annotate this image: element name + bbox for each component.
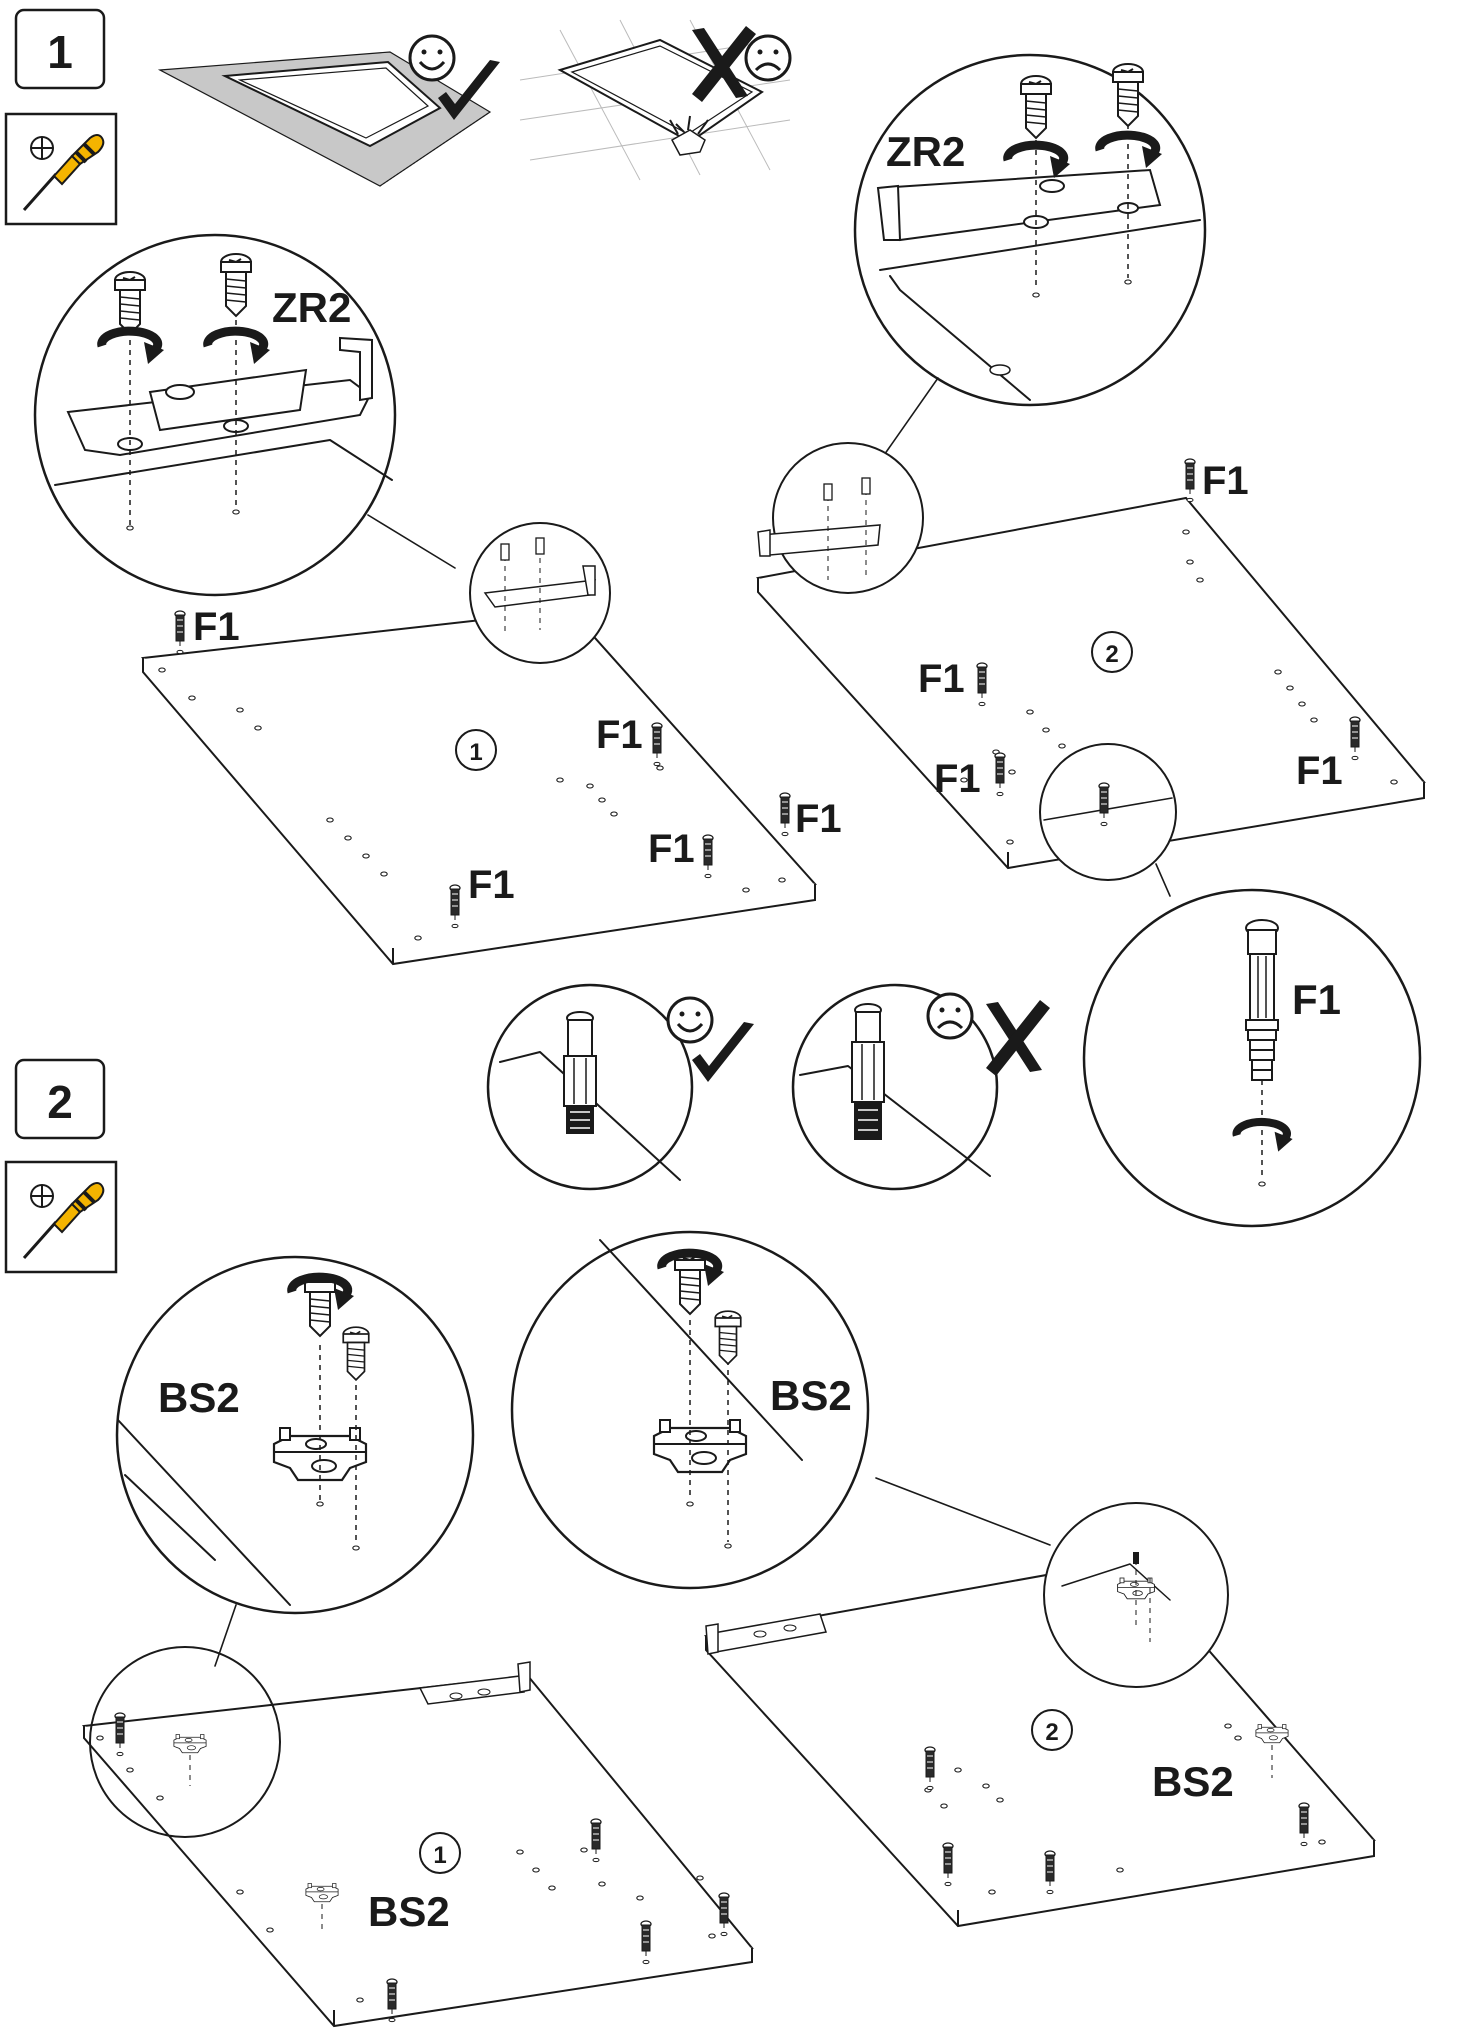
bs2-label: BS2 [368, 1888, 450, 1935]
soft-surface-illustration [157, 51, 492, 187]
panel-number-2: 2 [1045, 1719, 1058, 1746]
panel-number-1: 1 [433, 1842, 446, 1869]
f1-label: F1 [918, 657, 965, 701]
step-1-number-box: 1 [14, 8, 106, 90]
zr2-zoom-circle-panel-2 [757, 442, 924, 594]
bs2-label: BS2 [1152, 1758, 1234, 1805]
bs2-label: BS2 [770, 1372, 852, 1419]
bs2-zoom-circle-panel-2 [1043, 1502, 1229, 1688]
zr2-detail-circle-right [853, 53, 1207, 407]
f1-label: F1 [648, 827, 695, 871]
phillips-screwdriver-icon [4, 1160, 118, 1274]
f1-detail-circle [1082, 888, 1422, 1228]
f1-correct-detail-circle [486, 983, 694, 1191]
f1-label: F1 [1202, 459, 1249, 503]
f1-label: F1 [596, 713, 643, 757]
panel-number-2: 2 [1105, 641, 1118, 668]
f1-zoom-circle-panel-2 [1039, 743, 1177, 881]
step-number: 1 [47, 26, 73, 78]
x-mark-icon [986, 1000, 1050, 1076]
frown-face-icon [926, 992, 974, 1040]
zr2-label-left: ZR2 [272, 284, 351, 331]
f1-label: F1 [193, 605, 240, 649]
zr2-zoom-circle-panel-1 [469, 522, 611, 664]
bs2-detail-circle-left [115, 1255, 475, 1615]
f1-label: F1 [468, 863, 515, 907]
bs2-zoom-circle-panel-1 [89, 1646, 281, 1838]
zr2-detail-circle-left [33, 233, 397, 597]
frown-face-icon [744, 34, 792, 82]
bs2-detail-circle-center [510, 1230, 870, 1590]
f1-label: F1 [795, 797, 842, 841]
panel-2 [756, 458, 1426, 870]
panel-1-step-2 [81, 1661, 754, 2028]
panel-2-step-2 [704, 1558, 1376, 1928]
step-number: 2 [47, 1076, 73, 1128]
smiley-face-icon [408, 34, 456, 82]
panel-1 [141, 608, 817, 966]
panel-number-1: 1 [469, 739, 482, 766]
bs2-label: BS2 [158, 1374, 240, 1421]
smiley-face-icon [666, 996, 714, 1044]
zr2-label-right: ZR2 [886, 128, 965, 175]
f1-label: F1 [1296, 749, 1343, 793]
f1-label: F1 [934, 757, 981, 801]
step-2-number-box: 2 [14, 1058, 106, 1140]
f1-label-large: F1 [1292, 976, 1341, 1023]
phillips-screwdriver-icon [4, 112, 118, 226]
